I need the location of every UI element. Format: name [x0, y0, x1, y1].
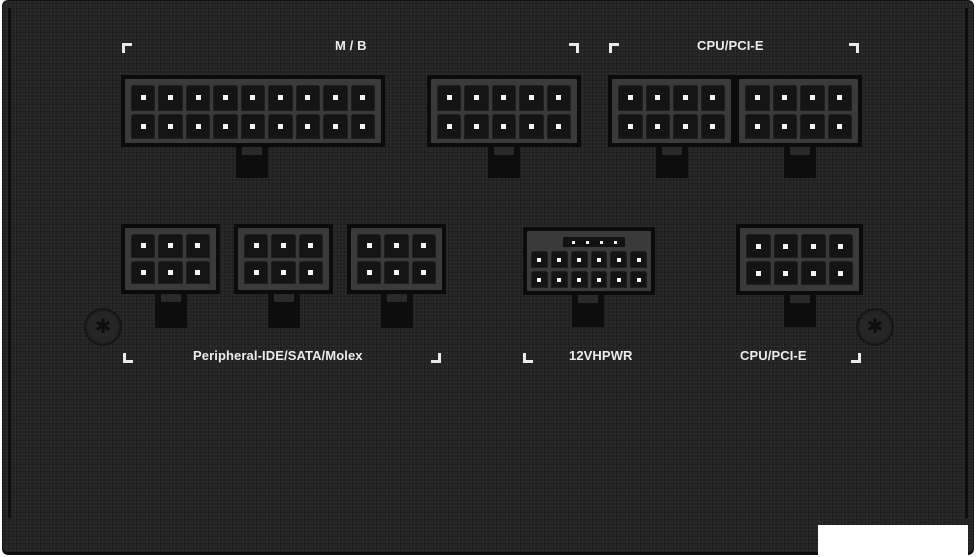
connector-mb-18pin[interactable] — [121, 75, 385, 147]
label-peripheral: Peripheral-IDE/SATA/Molex — [193, 348, 363, 363]
latch-12vhpwr — [572, 295, 604, 327]
label-cpu-pcie-bottom: CPU/PCI-E — [740, 348, 807, 363]
latch-cpu-pcie-8pin-1 — [656, 147, 688, 178]
connector-mb-10pin[interactable] — [427, 75, 581, 147]
bracket-cpu-bottom-right — [851, 353, 861, 363]
connector-peripheral-6pin-2[interactable] — [234, 224, 333, 294]
connector-cpu-pcie-8pin-2[interactable] — [735, 75, 862, 147]
screw-icon: ✱ — [866, 316, 884, 338]
label-cpu-pcie-top: CPU/PCI-E — [697, 38, 764, 53]
screw-right: ✱ — [857, 309, 893, 345]
latch-mb-10pin — [488, 147, 520, 178]
latch-peripheral-6pin-1 — [155, 294, 187, 328]
latch-peripheral-6pin-2 — [268, 294, 300, 328]
bracket-peripheral-bottom-right — [431, 353, 441, 363]
screw-left: ✱ — [85, 309, 121, 345]
screw-icon: ✱ — [94, 316, 112, 338]
right-edge-rail — [965, 8, 968, 518]
bracket-mb-top-left — [122, 43, 132, 53]
left-edge-rail — [8, 8, 11, 518]
connector-cpu-pcie-8pin-3[interactable] — [736, 224, 863, 295]
bracket-peripheral-bottom-left — [123, 353, 133, 363]
latch-peripheral-6pin-3 — [381, 294, 413, 328]
connector-peripheral-6pin-1[interactable] — [121, 224, 220, 294]
corner-white-block — [818, 525, 968, 555]
sense-pins — [563, 237, 625, 247]
bracket-cpu-top-left — [609, 43, 619, 53]
bracket-mb-top-right — [569, 43, 579, 53]
label-mb: M / B — [335, 38, 367, 53]
label-12vhpwr: 12VHPWR — [569, 348, 633, 363]
connector-12vhpwr[interactable] — [523, 227, 655, 295]
bracket-hpwr-bottom-left — [523, 353, 533, 363]
latch-cpu-pcie-8pin-2 — [784, 147, 816, 178]
latch-mb-18pin — [236, 147, 268, 178]
bracket-cpu-top-right — [849, 43, 859, 53]
connector-peripheral-6pin-3[interactable] — [347, 224, 446, 294]
connector-cpu-pcie-8pin-1[interactable] — [608, 75, 735, 147]
latch-cpu-pcie-8pin-3 — [784, 295, 816, 327]
